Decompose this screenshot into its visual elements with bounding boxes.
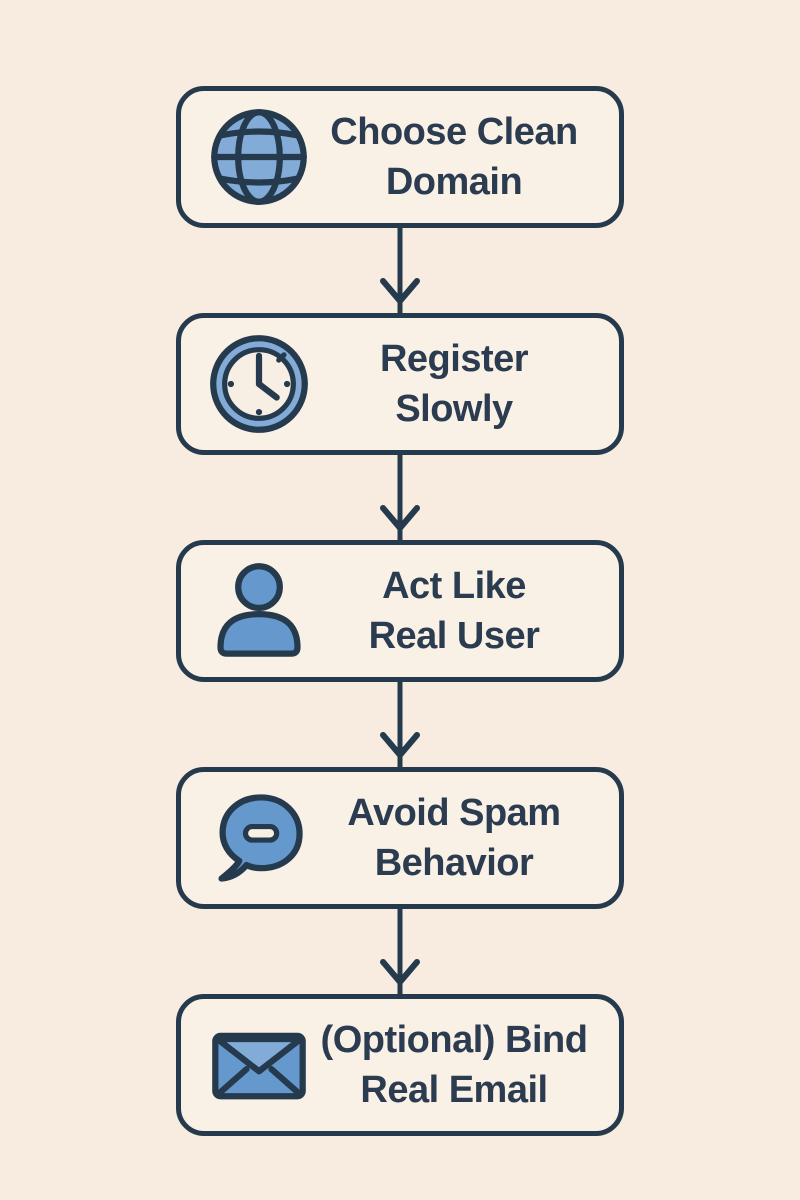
step-label: Register Slowly — [311, 334, 593, 434]
step-act-like-real-user: Act Like Real User — [176, 540, 624, 682]
step-choose-clean-domain: Choose Clean Domain — [176, 86, 624, 228]
step-label: Choose Clean Domain — [311, 107, 593, 207]
step-label-line2: Real Email — [360, 1069, 548, 1111]
step-label: Avoid Spam Behavior — [311, 788, 593, 888]
user-icon — [207, 559, 311, 663]
step-optional-bind-real-email: (Optional) Bind Real Email — [176, 994, 624, 1136]
step-label-line2: Domain — [385, 161, 523, 203]
step-label-line2: Slowly — [395, 388, 513, 430]
down-arrow — [380, 909, 420, 994]
step-label-line1: Register — [379, 338, 529, 380]
down-arrow — [380, 682, 420, 767]
globe-icon — [207, 105, 311, 209]
step-label-line1: Avoid Spam — [347, 792, 561, 834]
step-label-line1: Act Like — [382, 565, 526, 607]
step-register-slowly: Register Slowly — [176, 313, 624, 455]
envelope-icon — [207, 1013, 311, 1117]
step-label: (Optional) Bind Real Email — [311, 1015, 593, 1115]
step-label-line2: Behavior — [374, 842, 534, 884]
step-label: Act Like Real User — [311, 561, 593, 661]
clock-icon — [207, 332, 311, 436]
chat-bubble-minus-icon — [207, 786, 311, 890]
step-label-line2: Real User — [368, 615, 540, 657]
step-avoid-spam-behavior: Avoid Spam Behavior — [176, 767, 624, 909]
down-arrow — [380, 455, 420, 540]
down-arrow — [380, 228, 420, 313]
step-label-line1: (Optional) Bind — [320, 1019, 588, 1061]
step-label-line1: Choose Clean — [330, 111, 578, 153]
